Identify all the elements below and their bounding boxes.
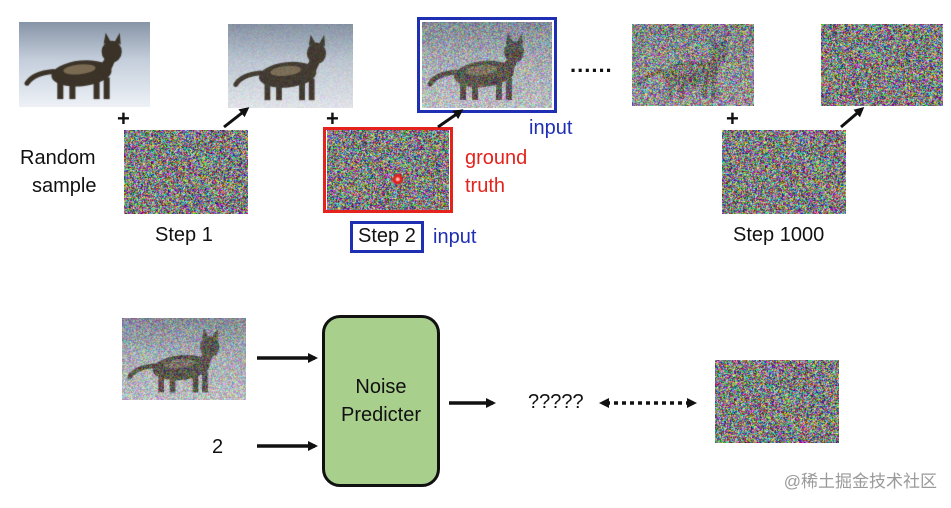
plus-sign-1: + [117, 106, 130, 131]
plus-sign-2: + [326, 106, 339, 131]
random-sample-label-line2: sample [32, 175, 97, 197]
step-1000-label: Step 1000 [733, 224, 825, 246]
image-input-label: input [529, 117, 573, 139]
watermark: @稀土掘金技术社区 [783, 472, 937, 491]
ellipsis: ...... [570, 52, 613, 77]
step2-highlight-box [350, 221, 424, 253]
random-sample-label-line1: Random [20, 147, 96, 169]
predictor-input-image [122, 318, 246, 400]
cat-step999-image [632, 24, 754, 106]
plus-sign-3: + [726, 106, 739, 131]
step-number-input: 2 [212, 436, 224, 458]
noise-step1-image [124, 130, 248, 214]
ground-truth-label-line1: ground [465, 147, 528, 169]
noise-step2-image [327, 130, 449, 212]
step-input-label: input [433, 226, 477, 248]
predictor-target-noise-image [715, 360, 839, 443]
cat-step1-image [228, 24, 353, 108]
input-highlight-box [417, 17, 557, 113]
step-2-label: Step 2 [358, 225, 416, 247]
output-question-marks: ????? [528, 391, 584, 413]
diagonal-arrow-step2 [437, 109, 464, 129]
predictor-label-line1: Noise [355, 376, 407, 398]
ground-truth-highlight-box [323, 127, 453, 213]
predictor-label-line2: Predicter [340, 404, 422, 426]
noise-predictor-block: Noise Predicter [322, 315, 440, 487]
cat-step2-image [422, 22, 552, 108]
step-1-label: Step 1 [155, 224, 213, 246]
ground-truth-label-line2: truth [465, 175, 506, 197]
diagonal-arrow-step1 [223, 107, 250, 129]
cat-clean-image [19, 22, 150, 107]
pure-noise-final-image [821, 24, 943, 106]
diagonal-arrow-step1000 [840, 107, 865, 129]
noise-step1000-image [722, 130, 846, 214]
